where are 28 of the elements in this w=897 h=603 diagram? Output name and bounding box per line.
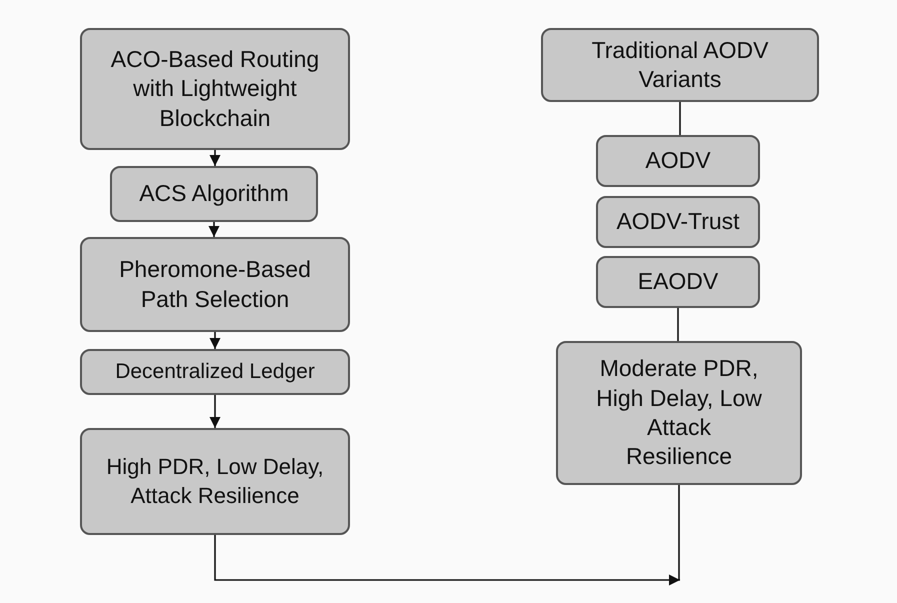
- box-label: ACO-Based Routing with Lightweight Blockchain: [110, 44, 320, 133]
- arrow: [209, 395, 221, 428]
- arrow: [209, 150, 221, 166]
- box-label: AODV-Trust: [616, 207, 740, 236]
- box-label: Decentralized Ledger: [115, 358, 315, 385]
- box-label: Moderate PDR, High Delay, Low Attack Resilience: [595, 354, 763, 472]
- process-box: [556, 341, 802, 485]
- arrow: [208, 222, 220, 237]
- process-box: [110, 166, 318, 222]
- connector-line: [678, 485, 680, 580]
- process-box: [80, 428, 350, 535]
- process-box: [596, 256, 760, 308]
- box-label: EAODV: [638, 267, 718, 296]
- box-label: Traditional AODV Variants: [590, 36, 770, 94]
- process-box: [596, 135, 760, 187]
- box-label: ACS Algorithm: [139, 179, 289, 208]
- process-box: [541, 28, 819, 102]
- box-label: Pheromone-Based Path Selection: [118, 255, 312, 314]
- connector-line: [677, 308, 679, 341]
- arrow: [209, 332, 221, 349]
- box-label: AODV: [645, 146, 711, 176]
- process-box: [80, 349, 350, 395]
- arrow: [214, 535, 680, 586]
- connector-line: [679, 102, 681, 135]
- box-label: High PDR, Low Delay, Attack Resilience: [105, 453, 325, 510]
- process-box: [80, 28, 350, 150]
- process-box: [596, 196, 760, 248]
- process-box: [80, 237, 350, 332]
